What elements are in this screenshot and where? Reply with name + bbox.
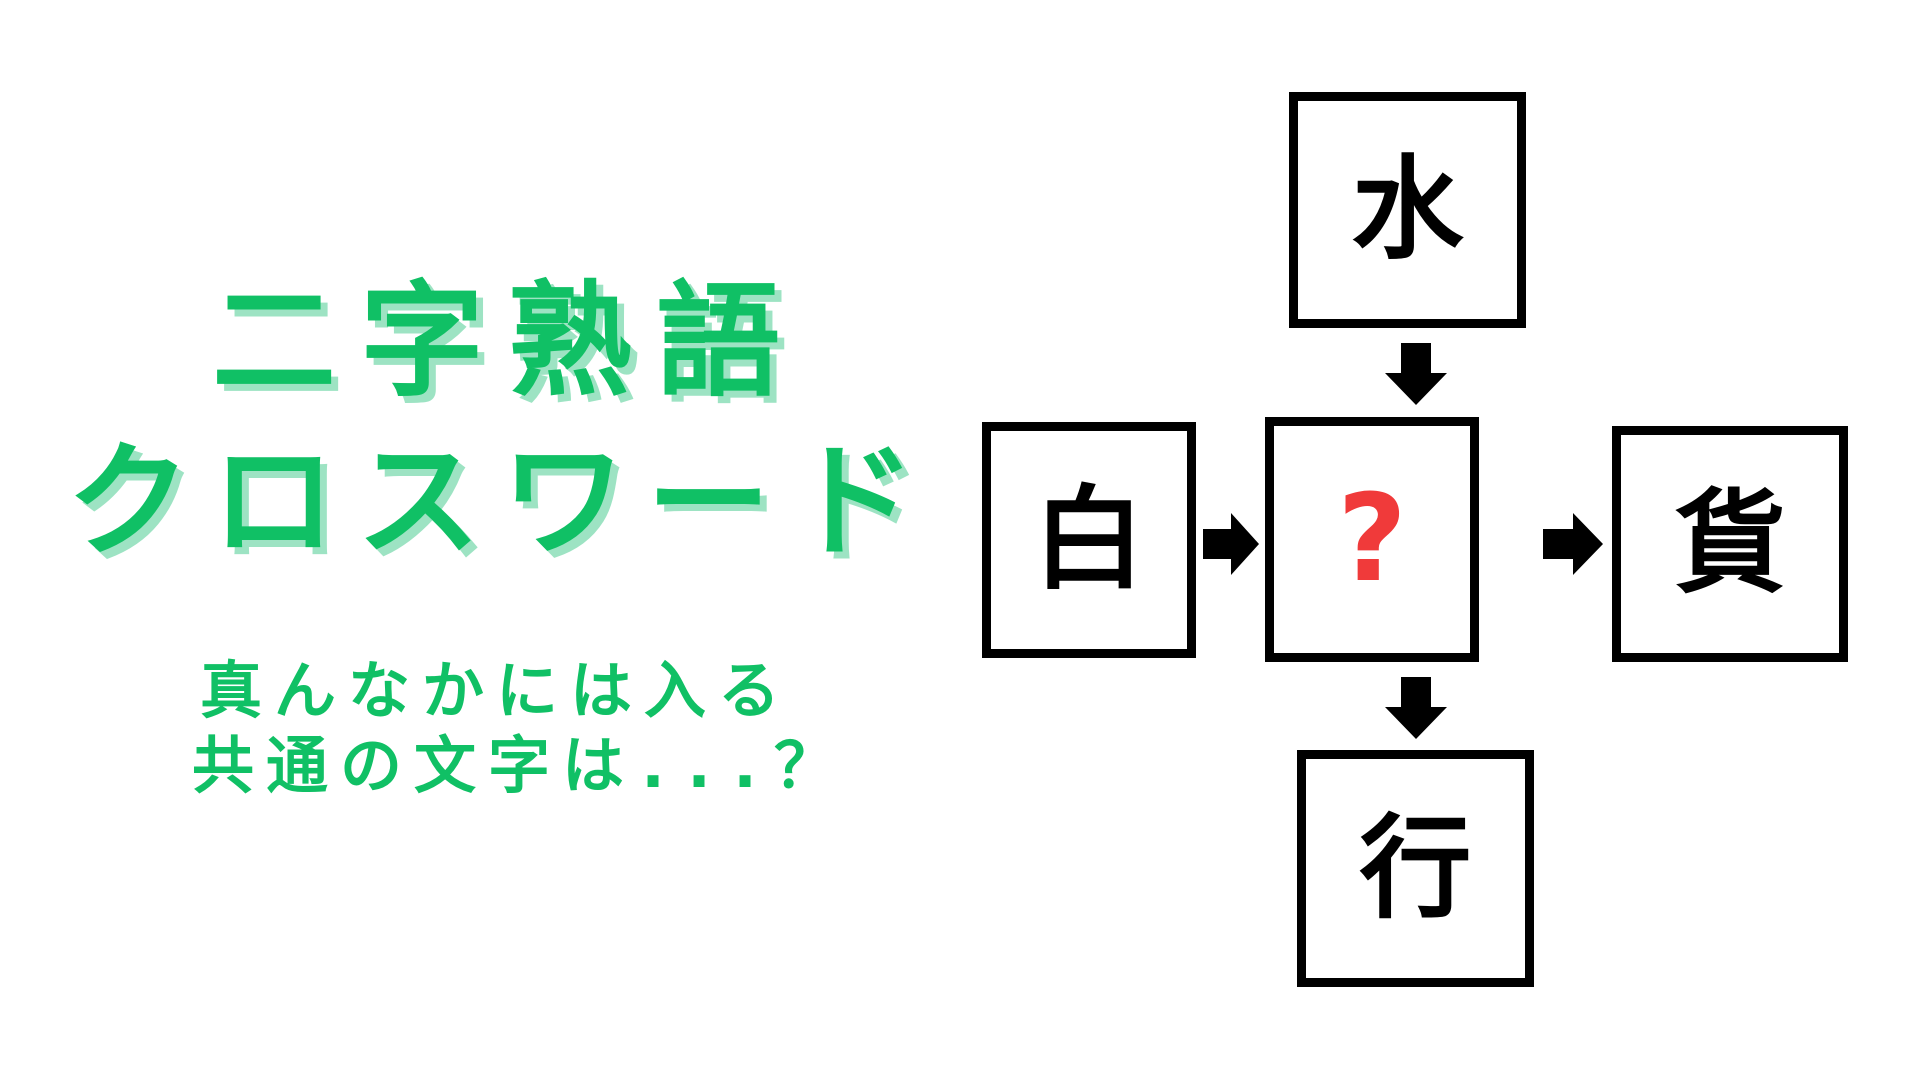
- title-char: 二: [211, 270, 336, 414]
- subtitle-char: る: [717, 654, 780, 727]
- title-char: ク: [66, 430, 191, 574]
- title-char: ー: [646, 430, 771, 574]
- subtitle-char: 真: [199, 654, 262, 727]
- subtitle-char: の: [339, 729, 402, 802]
- cell-right-char: 貨: [1674, 479, 1786, 609]
- cell-right: 貨: [1612, 426, 1848, 662]
- down-arrow-icon: [1385, 677, 1447, 739]
- right-arrow-icon: [1203, 513, 1259, 575]
- question-mark: ?: [1337, 469, 1407, 609]
- subtitle-char: は: [561, 729, 624, 802]
- subtitle-char: 文: [413, 729, 476, 802]
- cell-left-char: 白: [1033, 475, 1145, 605]
- subtitle-char: ん: [273, 654, 336, 727]
- title-line-2: ク ロ ス ワ ー ド: [56, 440, 926, 564]
- subtitle-char: 通: [265, 729, 328, 802]
- subtitle-char: .: [733, 729, 757, 802]
- cell-top-char: 水: [1351, 145, 1464, 275]
- title-char: ド: [791, 430, 916, 574]
- cell-left: 白: [982, 422, 1196, 658]
- subtitle-line-2: 共 通 の 文 字 は . . . ？: [186, 735, 842, 797]
- cell-bottom-char: 行: [1359, 803, 1472, 934]
- title-char: ロ: [211, 430, 336, 574]
- subtitle-char: ？: [773, 729, 836, 802]
- cell-top: 水: [1289, 92, 1526, 328]
- cell-bottom: 行: [1297, 750, 1534, 987]
- subtitle-char: は: [569, 654, 632, 727]
- title-char: 字: [359, 270, 484, 414]
- title-char: 熟: [507, 270, 632, 414]
- subtitle-char: 共: [191, 729, 254, 802]
- down-arrow-icon: [1385, 343, 1447, 405]
- right-arrow-icon: [1543, 513, 1603, 575]
- subtitle-char: 字: [487, 729, 550, 802]
- subtitle-line-1: 真 ん な か に は 入 る: [194, 660, 786, 722]
- title-char: ス: [356, 430, 481, 574]
- cell-center-answer: ?: [1265, 417, 1479, 662]
- subtitle-char: か: [421, 654, 484, 727]
- title-char: 語: [655, 270, 780, 414]
- subtitle-char: 入: [643, 654, 706, 727]
- title-line-1: 二 字 熟 語: [200, 280, 792, 404]
- subtitle-char: .: [641, 729, 665, 802]
- subtitle-char: に: [495, 654, 558, 727]
- subtitle-char: な: [347, 654, 410, 727]
- subtitle-char: .: [687, 729, 711, 802]
- title-char: ワ: [501, 430, 626, 574]
